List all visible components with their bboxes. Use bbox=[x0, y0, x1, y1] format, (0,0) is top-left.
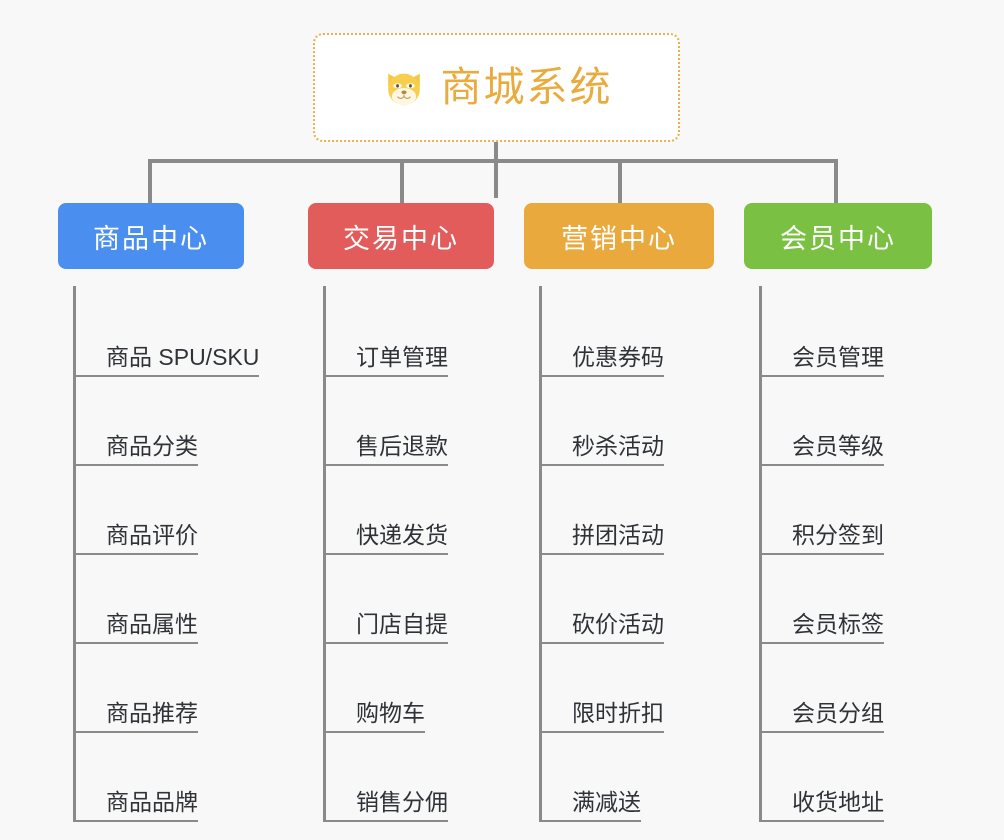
leaf-item[interactable]: 售后退款 bbox=[326, 377, 494, 466]
leaf-underline bbox=[76, 820, 106, 822]
leaf-label: 会员分组 bbox=[792, 701, 884, 733]
leaf-label: 商品推荐 bbox=[106, 701, 198, 733]
leaf-label: 订单管理 bbox=[356, 345, 448, 377]
connector-root-stem bbox=[494, 142, 498, 198]
leaf-item[interactable]: 销售分佣 bbox=[326, 733, 494, 822]
leaf-item[interactable]: 满减送 bbox=[542, 733, 714, 822]
leaf-underline bbox=[542, 464, 572, 466]
leaf-label: 售后退款 bbox=[356, 434, 448, 466]
leaf-item[interactable]: 商品品牌 bbox=[76, 733, 259, 822]
leaf-item[interactable]: 快递发货 bbox=[326, 466, 494, 555]
leaf-item[interactable]: 会员等级 bbox=[762, 377, 932, 466]
root-title: 商城系统 bbox=[440, 64, 613, 110]
connector-drop-3 bbox=[618, 159, 622, 205]
branch-header-marketing-center[interactable]: 营销中心 bbox=[524, 203, 714, 269]
leaf-label: 快递发货 bbox=[356, 523, 448, 555]
leaf-underline bbox=[542, 820, 572, 822]
leaf-item[interactable]: 商品分类 bbox=[76, 377, 259, 466]
leaf-underline bbox=[542, 731, 572, 733]
branch-header-product-center[interactable]: 商品中心 bbox=[58, 203, 244, 269]
leaf-label: 满减送 bbox=[572, 790, 641, 822]
leaf-list-trade-center: 订单管理 售后退款 快递发货 门店自提 购物车 bbox=[323, 286, 494, 822]
branch-marketing-center: 营销中心 优惠券码 秒杀活动 拼团活动 砍价活动 bbox=[524, 203, 714, 822]
connector-drop-1 bbox=[148, 159, 152, 205]
leaf-item[interactable]: 门店自提 bbox=[326, 555, 494, 644]
leaf-item[interactable]: 优惠券码 bbox=[542, 288, 714, 377]
leaf-item[interactable]: 会员分组 bbox=[762, 644, 932, 733]
leaf-underline bbox=[542, 553, 572, 555]
leaf-underline bbox=[326, 731, 356, 733]
leaf-underline bbox=[326, 642, 356, 644]
leaf-label: 商品评价 bbox=[106, 523, 198, 555]
leaf-label: 商品品牌 bbox=[106, 790, 198, 822]
connector-horizontal-bus bbox=[148, 159, 838, 163]
leaf-underline bbox=[542, 375, 572, 377]
leaf-underline bbox=[76, 375, 106, 377]
leaf-underline bbox=[326, 375, 356, 377]
leaf-label: 会员等级 bbox=[792, 434, 884, 466]
leaf-item[interactable]: 砍价活动 bbox=[542, 555, 714, 644]
leaf-underline bbox=[542, 642, 572, 644]
leaf-list-member-center: 会员管理 会员等级 积分签到 会员标签 会员分组 bbox=[759, 286, 932, 822]
leaf-underline bbox=[762, 553, 792, 555]
branch-member-center: 会员中心 会员管理 会员等级 积分签到 会员标签 bbox=[744, 203, 932, 822]
leaf-underline bbox=[76, 731, 106, 733]
connector-drop-2 bbox=[400, 159, 404, 205]
leaf-list-marketing-center: 优惠券码 秒杀活动 拼团活动 砍价活动 限时折扣 bbox=[539, 286, 714, 822]
leaf-underline bbox=[762, 731, 792, 733]
leaf-label: 秒杀活动 bbox=[572, 434, 664, 466]
leaf-item[interactable]: 商品评价 bbox=[76, 466, 259, 555]
leaf-underline bbox=[326, 820, 356, 822]
leaf-item[interactable]: 购物车 bbox=[326, 644, 494, 733]
leaf-label: 商品 SPU/SKU bbox=[106, 345, 260, 377]
leaf-underline bbox=[762, 820, 792, 822]
branch-header-member-center[interactable]: 会员中心 bbox=[744, 203, 932, 269]
connector-drop-4 bbox=[834, 159, 838, 205]
leaf-underline bbox=[76, 553, 106, 555]
leaf-underline bbox=[326, 553, 356, 555]
leaf-label: 会员管理 bbox=[792, 345, 884, 377]
leaf-label: 商品属性 bbox=[106, 612, 198, 644]
leaf-label: 拼团活动 bbox=[572, 523, 664, 555]
leaf-item[interactable]: 秒杀活动 bbox=[542, 377, 714, 466]
branch-header-trade-center[interactable]: 交易中心 bbox=[308, 203, 494, 269]
leaf-item[interactable]: 积分签到 bbox=[762, 466, 932, 555]
leaf-label: 会员标签 bbox=[792, 612, 884, 644]
leaf-label: 购物车 bbox=[356, 701, 425, 733]
leaf-label: 门店自提 bbox=[356, 612, 448, 644]
dog-face-icon bbox=[381, 65, 427, 111]
leaf-item[interactable]: 拼团活动 bbox=[542, 466, 714, 555]
leaf-label: 销售分佣 bbox=[356, 790, 448, 822]
leaf-item[interactable]: 限时折扣 bbox=[542, 644, 714, 733]
leaf-label: 限时折扣 bbox=[572, 701, 664, 733]
leaf-underline bbox=[76, 464, 106, 466]
root-node[interactable]: 商城系统 bbox=[313, 33, 680, 142]
leaf-list-product-center: 商品 SPU/SKU 商品分类 商品评价 商品属性 商品推荐 bbox=[73, 286, 260, 822]
leaf-label: 优惠券码 bbox=[572, 345, 664, 377]
branch-trade-center: 交易中心 订单管理 售后退款 快递发货 门店自提 bbox=[308, 203, 494, 822]
leaf-label: 商品分类 bbox=[106, 434, 198, 466]
leaf-item[interactable]: 商品推荐 bbox=[76, 644, 259, 733]
leaf-item[interactable]: 订单管理 bbox=[326, 288, 494, 377]
leaf-label: 收货地址 bbox=[792, 790, 884, 822]
leaf-item[interactable]: 会员管理 bbox=[762, 288, 932, 377]
leaf-label: 积分签到 bbox=[792, 523, 884, 555]
leaf-underline bbox=[326, 464, 356, 466]
leaf-item[interactable]: 商品 SPU/SKU bbox=[76, 288, 260, 377]
branch-product-center: 商品中心 商品 SPU/SKU 商品分类 商品评价 商品属性 bbox=[58, 203, 260, 822]
leaf-underline bbox=[762, 375, 792, 377]
leaf-item[interactable]: 收货地址 bbox=[762, 733, 932, 822]
leaf-label: 砍价活动 bbox=[572, 612, 664, 644]
leaf-underline bbox=[76, 642, 106, 644]
leaf-underline bbox=[762, 642, 792, 644]
leaf-underline bbox=[762, 464, 792, 466]
leaf-item[interactable]: 商品属性 bbox=[76, 555, 259, 644]
leaf-item[interactable]: 会员标签 bbox=[762, 555, 932, 644]
